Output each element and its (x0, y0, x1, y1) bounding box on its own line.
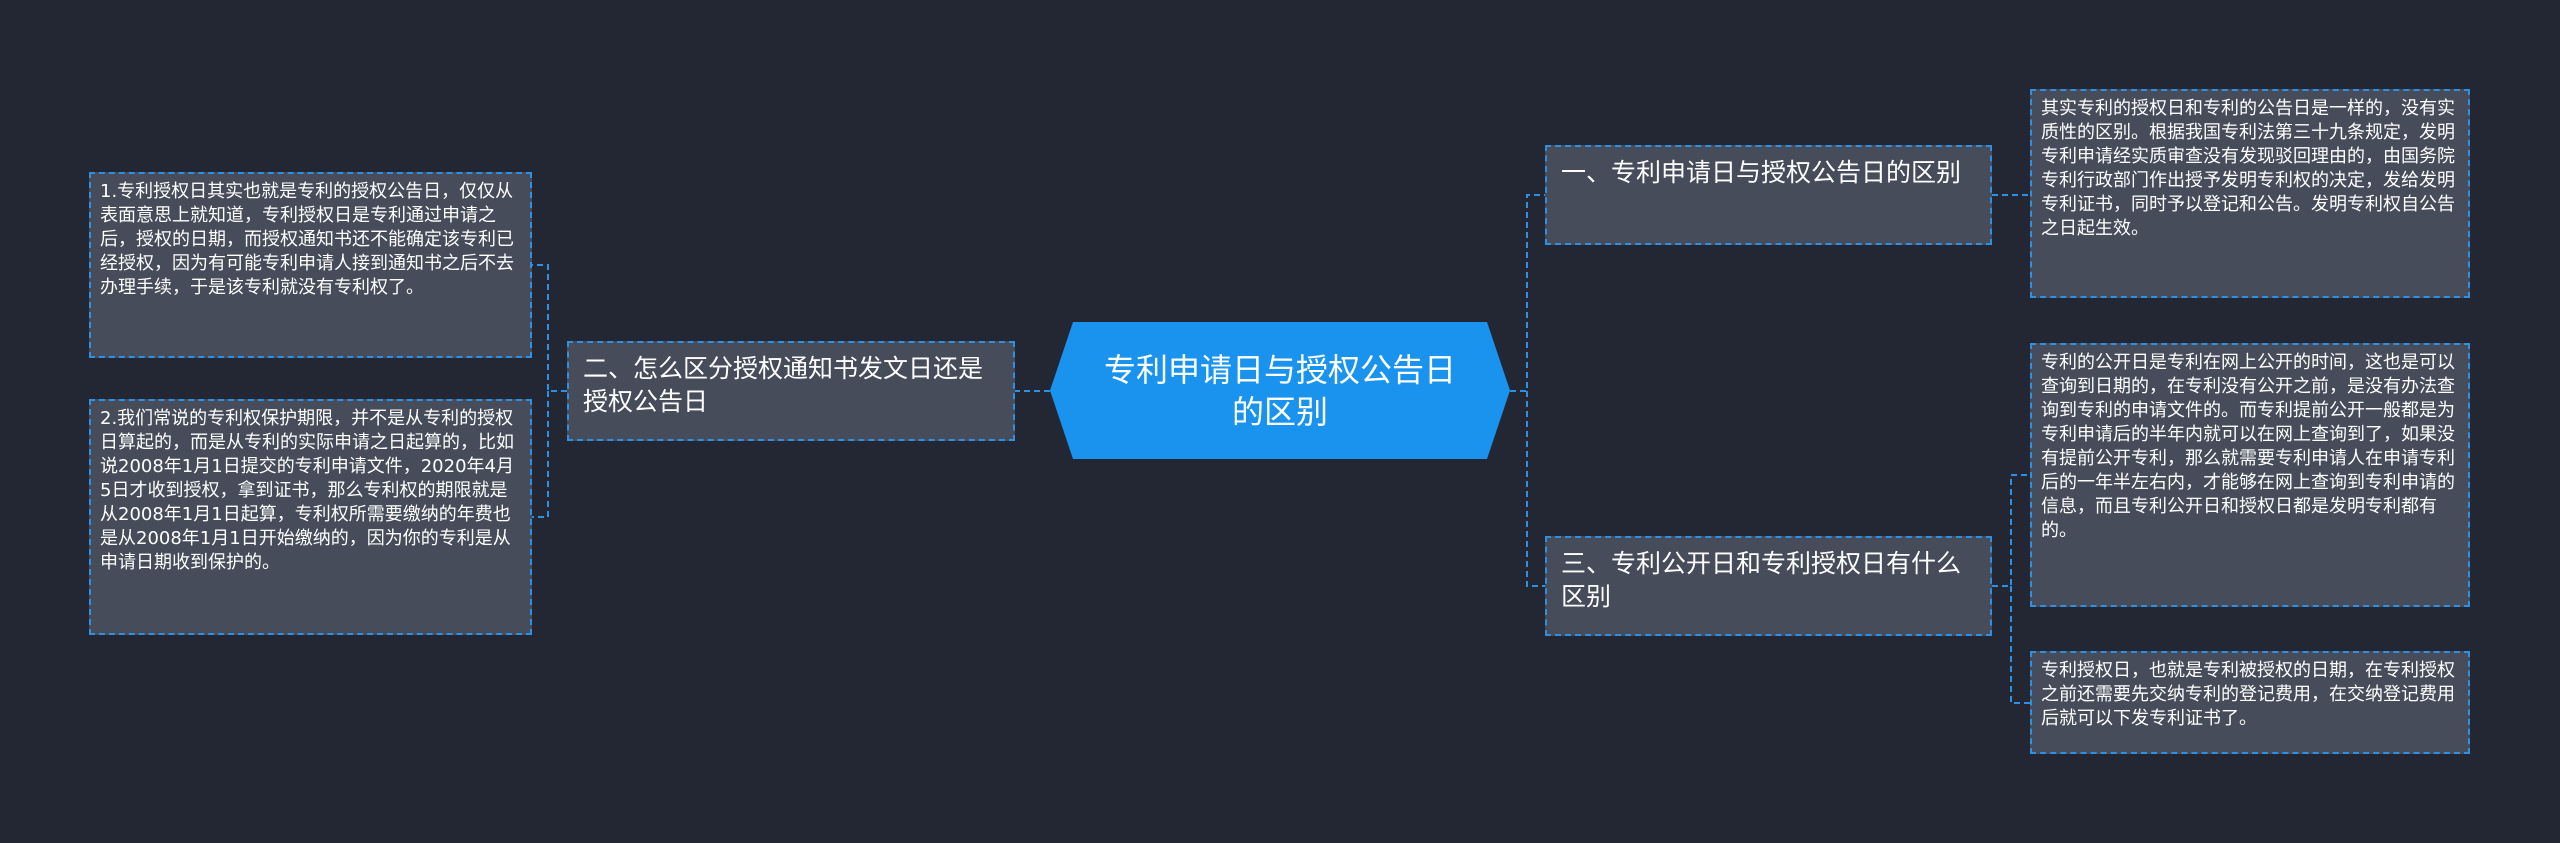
branch-node-2[interactable]: 二、怎么区分授权通知书发文日还是授权公告日 (567, 341, 1015, 441)
branch-node-3[interactable]: 三、专利公开日和专利授权日有什么区别 (1545, 536, 1992, 636)
root-node[interactable]: 专利申请日与授权公告日的区别 (1050, 322, 1510, 459)
leaf-node-3-1[interactable]: 专利的公开日是专利在网上公开的时间，这也是可以查询到日期的，在专利没有公开之前，… (2030, 343, 2470, 607)
root-node-label: 专利申请日与授权公告日的区别 (1103, 350, 1456, 431)
branch-node-1[interactable]: 一、专利申请日与授权公告日的区别 (1545, 145, 1992, 245)
leaf-node-2-2[interactable]: 2.我们常说的专利权保护期限，并不是从专利的授权日算起的，而是从专利的实际申请之… (89, 399, 532, 635)
leaf-node-2-1-text: 1.专利授权日其实也就是专利的授权公告日，仅仅从表面意思上就知道，专利授权日是专… (100, 181, 514, 298)
leaf-node-1-1[interactable]: 其实专利的授权日和专利的公告日是一样的，没有实质性的区别。根据我国专利法第三十九… (2030, 89, 2470, 298)
branch-node-1-label: 一、专利申请日与授权公告日的区别 (1561, 158, 1962, 187)
connector-root-right (1510, 194, 1545, 587)
leaf-node-2-2-text: 2.我们常说的专利权保护期限，并不是从专利的授权日算起的，而是从专利的实际申请之… (100, 408, 514, 573)
leaf-node-3-2[interactable]: 专利授权日，也就是专利被授权的日期，在专利授权之前还需要先交纳专利的登记费用，在… (2030, 651, 2470, 754)
connector-branch-2-leaves (532, 264, 567, 518)
branch-node-3-label: 三、专利公开日和专利授权日有什么区别 (1561, 549, 1962, 611)
leaf-node-3-2-text: 专利授权日，也就是专利被授权的日期，在专利授权之前还需要先交纳专利的登记费用，在… (2041, 660, 2455, 729)
leaf-node-1-1-text: 其实专利的授权日和专利的公告日是一样的，没有实质性的区别。根据我国专利法第三十九… (2041, 98, 2455, 239)
connector-branch-3-leaves (1992, 474, 2030, 704)
leaf-node-3-1-text: 专利的公开日是专利在网上公开的时间，这也是可以查询到日期的，在专利没有公开之前，… (2041, 352, 2455, 541)
leaf-node-2-1[interactable]: 1.专利授权日其实也就是专利的授权公告日，仅仅从表面意思上就知道，专利授权日是专… (89, 172, 532, 358)
branch-node-2-label: 二、怎么区分授权通知书发文日还是授权公告日 (583, 354, 984, 416)
